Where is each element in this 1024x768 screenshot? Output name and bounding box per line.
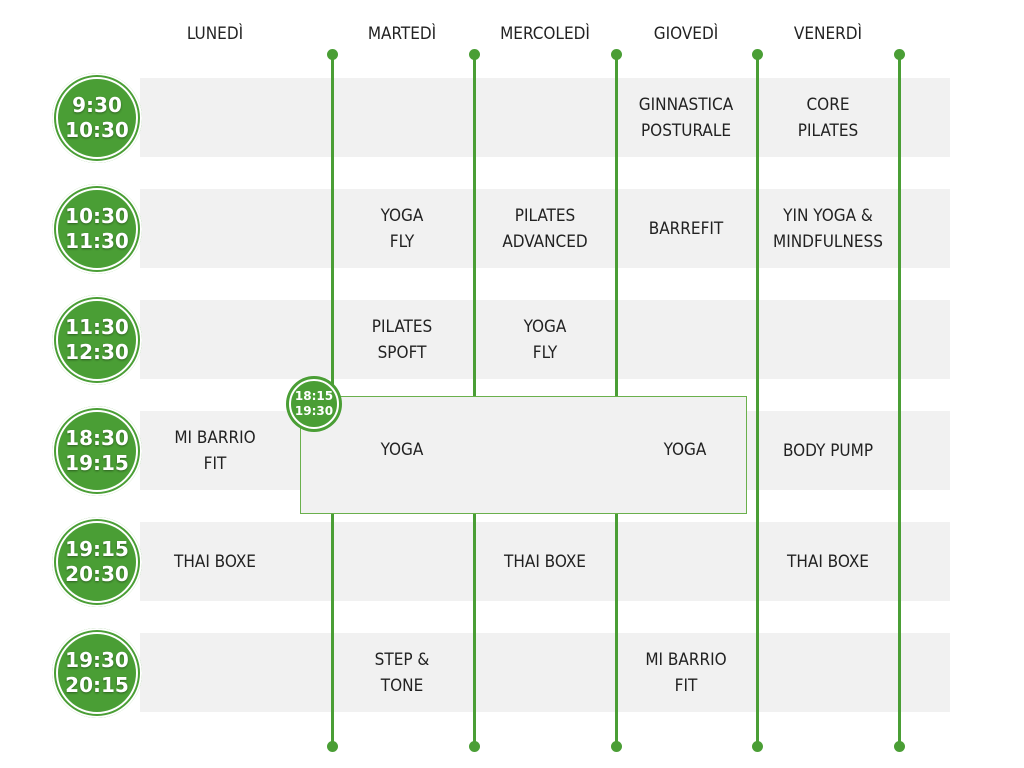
day-header: VENERDÌ	[793, 24, 863, 44]
special-slot-box	[300, 396, 747, 514]
class-cell[interactable]: YIN YOGA & MINDFULNESS	[773, 205, 883, 252]
row-band	[140, 522, 950, 601]
class-cell[interactable]: THAI BOXE	[787, 551, 869, 572]
time-start: 11:30	[65, 315, 129, 339]
class-cell[interactable]: STEP & TONE	[374, 649, 430, 696]
divider-dot	[894, 49, 905, 60]
day-header: MERCOLEDÌ	[500, 24, 590, 44]
row-band	[140, 78, 950, 157]
time-end: 20:15	[65, 673, 129, 697]
divider-dot	[752, 49, 763, 60]
class-cell[interactable]: BARREFIT	[648, 218, 724, 239]
time-end: 19:30	[294, 404, 334, 418]
class-cell[interactable]: YOGA	[380, 439, 424, 460]
column-divider	[756, 54, 759, 746]
time-start: 10:30	[65, 204, 129, 228]
time-end: 10:30	[65, 118, 129, 142]
time-end: 11:30	[65, 229, 129, 253]
day-header: LUNEDÌ	[186, 24, 244, 44]
divider-dot	[327, 741, 338, 752]
class-cell[interactable]: YOGA FLY	[523, 316, 567, 363]
row-band	[140, 300, 950, 379]
time-end: 20:30	[65, 562, 129, 586]
time-start: 18:15	[294, 389, 334, 403]
row-band	[140, 189, 950, 268]
day-header: GIOVEDÌ	[653, 24, 719, 44]
divider-dot	[611, 741, 622, 752]
class-cell[interactable]: YOGA FLY	[380, 205, 424, 252]
class-cell[interactable]: GINNASTICA POSTURALE	[638, 94, 734, 141]
time-start: 19:30	[65, 648, 129, 672]
divider-dot	[327, 49, 338, 60]
row-band	[140, 633, 950, 712]
column-divider	[898, 54, 901, 746]
time-end: 19:15	[65, 451, 129, 475]
divider-dot	[611, 49, 622, 60]
class-cell[interactable]: PILATES SPOFT	[371, 316, 433, 363]
class-cell[interactable]: THAI BOXE	[174, 551, 256, 572]
divider-dot	[469, 741, 480, 752]
time-end: 12:30	[65, 340, 129, 364]
class-cell[interactable]: YOGA	[663, 439, 707, 460]
divider-dot	[469, 49, 480, 60]
time-start: 18:30	[65, 426, 129, 450]
class-cell[interactable]: CORE PILATES	[797, 94, 859, 141]
class-cell[interactable]: THAI BOXE	[504, 551, 586, 572]
class-cell[interactable]: MI BARRIO FIT	[174, 427, 256, 474]
divider-dot	[752, 741, 763, 752]
class-cell[interactable]: PILATES ADVANCED	[502, 205, 588, 252]
time-start: 19:15	[65, 537, 129, 561]
class-cell[interactable]: MI BARRIO FIT	[645, 649, 727, 696]
class-cell[interactable]: BODY PUMP	[782, 440, 874, 461]
time-start: 9:30	[72, 93, 122, 117]
day-header: MARTEDÌ	[367, 24, 437, 44]
divider-dot	[894, 741, 905, 752]
